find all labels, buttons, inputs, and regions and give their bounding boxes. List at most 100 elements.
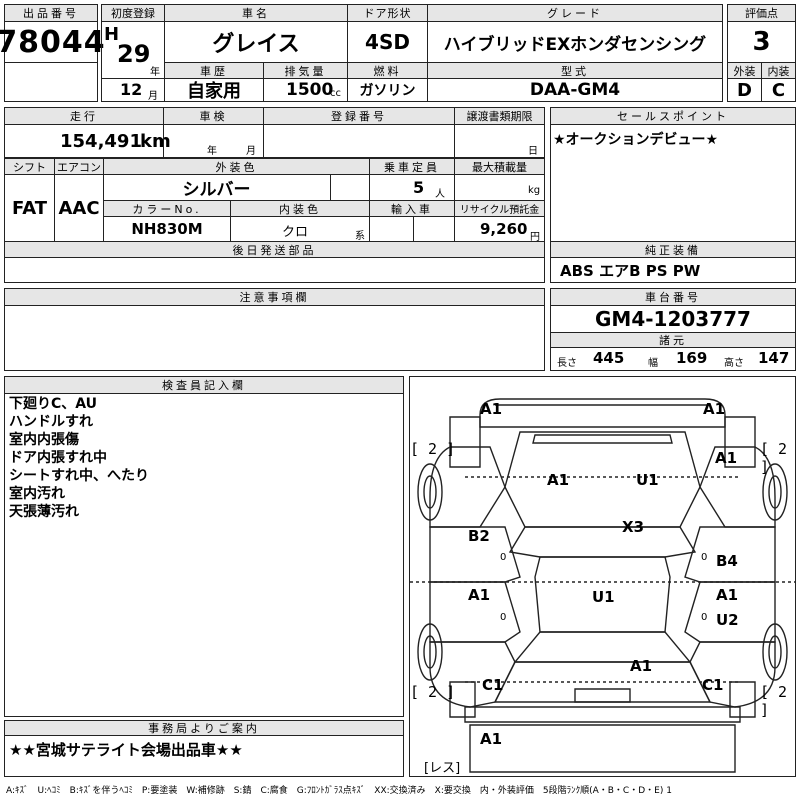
mark-trunk: A1: [630, 657, 653, 675]
notes-box: [4, 305, 545, 371]
score-header: 評価点: [727, 4, 796, 22]
spec-box: [550, 347, 796, 371]
import-box: [369, 216, 414, 242]
glass-right: 0: [701, 552, 708, 563]
mark-left-rear: C1: [482, 676, 504, 694]
ac: AAC: [58, 197, 100, 219]
lot-number-header: 出品番号: [4, 4, 98, 22]
recycle-header: リサイクル預託金: [454, 200, 545, 217]
car-outline-diagram: [410, 398, 795, 773]
grade-header: グレード: [427, 4, 723, 22]
load-header: 最大積載量: [454, 158, 545, 175]
mark-right-rear-door-u: U2: [716, 611, 739, 629]
displacement: 1500: [286, 80, 334, 100]
capacity-header: 乗車定員: [369, 158, 455, 175]
mark-hood-right: U1: [636, 471, 659, 489]
tire-front-right: [ 2 ]: [760, 440, 788, 476]
insp-month-unit: 月: [246, 146, 256, 157]
load-unit: kg: [528, 185, 541, 196]
displacement-header: 排気量: [263, 62, 348, 79]
inspector-box: [4, 393, 404, 717]
mark-hood-left: A1: [547, 471, 570, 489]
inspector-line: 室内汚れ: [9, 486, 65, 502]
mark-right-front-door: B4: [716, 552, 738, 570]
int-color-header: 内装色: [230, 200, 370, 217]
height-label: 高さ: [724, 358, 744, 369]
ext-header: 外装: [727, 62, 762, 79]
shift: FAT: [11, 197, 48, 219]
era: H: [104, 24, 120, 45]
year-unit: 年: [150, 67, 160, 78]
color-no: NH830M: [131, 220, 203, 238]
tire-rear-left: [ 2 ]: [410, 683, 456, 701]
transfer-header: 譲渡書類期限: [454, 107, 545, 125]
inspector-line: 天張薄汚れ: [9, 504, 79, 520]
mark-right-rear: C1: [702, 676, 724, 694]
glass-rear-left: 0: [500, 612, 507, 623]
tire-front-left: [ 2 ]: [410, 440, 456, 458]
mark-left-rear-door: A1: [468, 586, 491, 604]
model-box: [427, 78, 723, 102]
fuel: ガソリン: [359, 83, 416, 99]
inspector-line: ハンドルすれ: [9, 414, 93, 430]
model: DAA-GM4: [529, 80, 621, 100]
office-box: [4, 735, 404, 777]
int-color: クロ: [282, 225, 309, 240]
spare-tire: [レス]: [424, 761, 461, 776]
lot-number: 78044: [0, 24, 106, 60]
history: 自家用: [187, 81, 241, 102]
inspector-header: 検査員記入欄: [4, 376, 404, 394]
mark-windshield: X3: [622, 518, 645, 536]
ext-color-divider: [330, 174, 370, 201]
office-notice: ★★宮城サテライト会場出品車★★: [9, 741, 243, 759]
mark-left-front-door: B2: [468, 527, 490, 545]
car-name-header: 車名: [164, 4, 348, 22]
tire-rear-right: [ 2 ]: [760, 683, 788, 719]
recycle-unit: 円: [530, 232, 540, 243]
first-reg-header: 初度登録: [101, 4, 165, 22]
fuel-header: 燃料: [347, 62, 428, 79]
mileage: 154,491: [60, 131, 142, 152]
mark-rear-bumper: A1: [480, 730, 503, 748]
later-parts-box: [4, 257, 545, 283]
reg-no-box: [263, 124, 455, 158]
int-color-unit: 系: [355, 231, 365, 242]
lot-number-lower: [4, 62, 98, 102]
score: 3: [752, 27, 771, 57]
car-name: グレイス: [212, 32, 300, 57]
mark-roof: U1: [592, 588, 615, 606]
ext-color-header: 外装色: [103, 158, 370, 175]
capacity: 5: [413, 178, 425, 197]
glass-rear-right: 0: [701, 612, 708, 623]
transfer-box: [454, 124, 545, 158]
transfer-day-unit: 日: [528, 146, 538, 157]
reg-month: 12: [120, 80, 143, 99]
inspector-line: 下廻りC、AU: [9, 396, 98, 412]
ext-color: シルバー: [182, 180, 251, 200]
length-label: 長さ: [557, 358, 577, 369]
door-header: ドア形状: [347, 4, 428, 22]
width: 169: [676, 349, 708, 367]
door-type: 4SD: [365, 30, 410, 54]
height: 147: [758, 349, 790, 367]
import-box-2: [413, 216, 455, 242]
office-header: 事務局よりご案内: [4, 720, 404, 736]
ac-header: エアコン: [54, 158, 104, 175]
color-no-header: カラーNo.: [103, 200, 231, 217]
mark-front-right: A1: [703, 400, 726, 418]
ext-score: D: [737, 79, 752, 101]
month-unit: 月: [148, 91, 158, 102]
mark-right-rear-door-a: A1: [716, 586, 739, 604]
reg-no-header: 登録番号: [263, 107, 455, 125]
equipment: ABS エアB PS PW: [560, 262, 701, 280]
insp-year-unit: 年: [207, 146, 217, 157]
inspector-line: シートすれ中、へたり: [9, 468, 149, 484]
legend: A:ｷｽﾞ U:ﾍｺﾐ B:ｷｽﾞを伴うﾍｺﾐ P:要塗装 W:補修跡 S:錆 …: [6, 786, 672, 796]
length: 445: [593, 349, 625, 367]
mileage-header: 走行: [4, 107, 164, 125]
int-header: 内装: [761, 62, 796, 79]
capacity-unit: 人: [435, 189, 445, 200]
width-label: 幅: [648, 358, 658, 369]
equipment-header: 純正装備: [550, 241, 796, 258]
inspection-header: 車検: [163, 107, 264, 125]
